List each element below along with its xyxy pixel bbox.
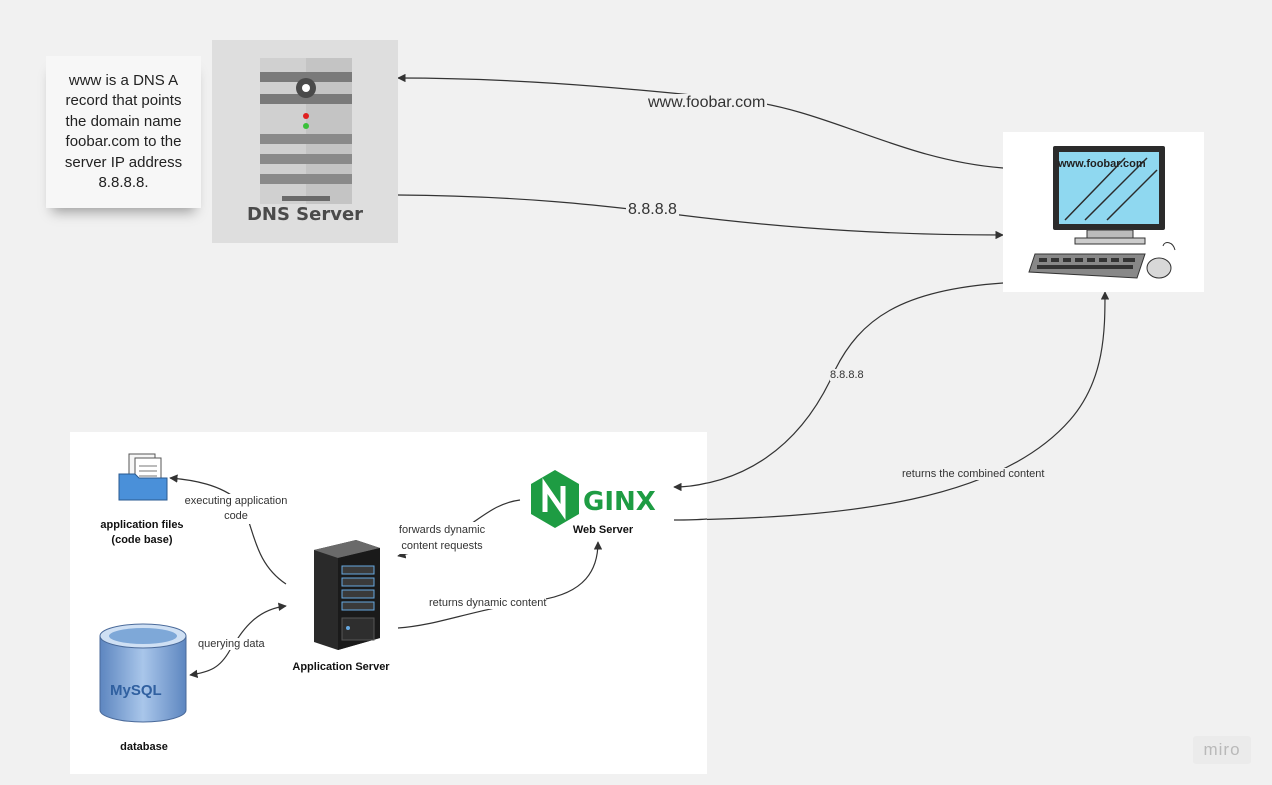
desktop-computer-icon: [1028, 146, 1176, 279]
database-label: database: [120, 741, 168, 753]
miro-watermark: miro: [1193, 736, 1251, 764]
label-client-to-nginx: 8.8.8.8: [830, 369, 864, 381]
label-request-domain: www.foobar.com: [646, 94, 768, 112]
svg-text:GINX: GINX: [583, 487, 656, 517]
dns-server-card[interactable]: DNS Server: [212, 40, 398, 243]
edge-client-to-nginx: [673, 282, 1004, 491]
dns-server-label: DNS Server: [246, 204, 364, 225]
label-returns-combined: returns the combined content: [902, 468, 1045, 480]
tower-server-icon: [314, 540, 380, 650]
label-dns-response: 8.8.8.8: [626, 201, 679, 219]
nginx-logo-icon: GINX: [531, 470, 656, 528]
miro-watermark-text: miro: [1203, 740, 1241, 759]
label-forwards-dynamic: forwards dynamic content requests: [392, 522, 492, 554]
edge-returns-combined: [673, 291, 1110, 521]
database-cylinder-icon: [99, 623, 187, 723]
edge-request-domain: [397, 73, 1004, 169]
nginx-web-server-node[interactable]: GINX: [529, 470, 669, 535]
label-returns-dynamic: returns dynamic content: [429, 597, 547, 609]
label-querying-data: querying data: [198, 638, 265, 650]
sticky-note-text: www is a DNS A record that points the do…: [64, 71, 183, 192]
server-rack-icon: [260, 58, 352, 204]
app-files-node[interactable]: [117, 452, 171, 507]
app-files-label: application files (code base): [100, 519, 184, 546]
web-server-label: Web Server: [572, 524, 634, 536]
app-server-label: Application Server: [292, 661, 390, 673]
mysql-logo-text: MySQL: [110, 682, 162, 699]
client-computer-card[interactable]: www.foobar.com: [1003, 132, 1204, 292]
edge-dns-response: [397, 194, 1004, 240]
screen-url-text: www.foobar.com: [1058, 158, 1146, 170]
label-executing-code: executing application code: [180, 494, 292, 524]
app-server-node[interactable]: [304, 538, 382, 657]
folder-documents-icon: [118, 453, 168, 501]
database-node[interactable]: MySQL: [96, 622, 190, 731]
sticky-note[interactable]: www is a DNS A record that points the do…: [46, 56, 201, 208]
